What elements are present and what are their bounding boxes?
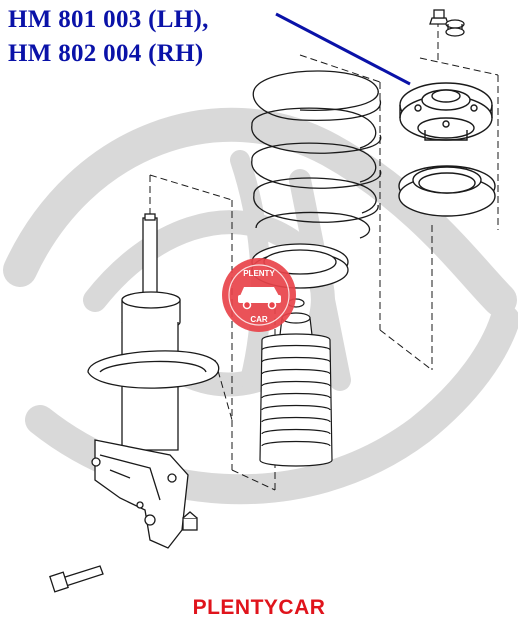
footer-brand: PLENTYCAR xyxy=(192,596,326,619)
shock-absorber xyxy=(49,213,220,593)
spring-insulator xyxy=(398,165,496,217)
strut-mount xyxy=(399,82,493,141)
part-number-rh: HM 802 004 (RH) xyxy=(8,40,204,67)
leader-line xyxy=(275,12,411,86)
logo-top-text: PLENTY xyxy=(243,269,275,278)
mount-nuts xyxy=(429,9,465,37)
part-number-lh: HM 801 003 (LH), xyxy=(8,6,209,33)
logo-bottom-text: CAR xyxy=(250,315,268,324)
brand-logo: PLENTY CAR xyxy=(222,258,296,332)
coil-spring xyxy=(251,70,382,239)
dust-boot xyxy=(259,298,333,467)
